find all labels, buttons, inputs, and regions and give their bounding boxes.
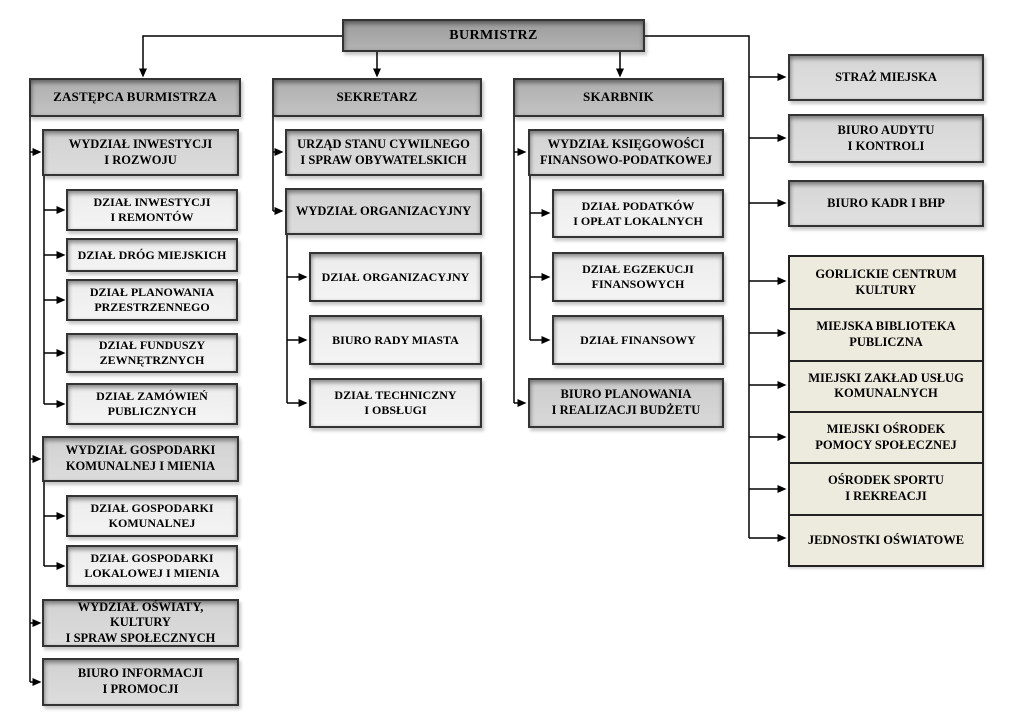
node-label: DZIAŁ ZAMÓWIEŃ PUBLICZNYCH bbox=[96, 389, 208, 418]
node-label: DZIAŁ FINANSOWY bbox=[580, 332, 696, 347]
node-label: DZIAŁ EGZEKUCJI FINANSOWYCH bbox=[582, 262, 694, 291]
node-label: DZIAŁ FUNDUSZY ZEWNĘTRZNYCH bbox=[98, 338, 206, 367]
node-label: SEKRETARZ bbox=[336, 89, 418, 105]
node-label: WYDZIAŁ ORGANIZACYJNY bbox=[295, 203, 472, 218]
node-label: OŚRODEK SPORTU I REKREACJI bbox=[828, 473, 944, 503]
node-label: DZIAŁ PODATKÓW I OPŁAT LOKALNYCH bbox=[573, 198, 703, 228]
node-miejska-biblioteka-publiczna: MIEJSKA BIBLIOTEKA PUBLICZNA bbox=[790, 308, 982, 359]
node-zastepca-burmistrza: ZASTĘPCA BURMISTRZA bbox=[29, 78, 241, 117]
node-biuro-audytu-i-kontroli: BIURO AUDYTU I KONTROLI bbox=[788, 114, 984, 163]
node-label: DZIAŁ PLANOWANIA PRZESTRZENNEGO bbox=[89, 285, 215, 314]
node-burmistrz: BURMISTRZ bbox=[342, 19, 645, 52]
node-label: BURMISTRZ bbox=[449, 27, 538, 43]
node-miejski-zaklad-uslug-komunalnych: MIEJSKI ZAKŁAD USŁUG KOMUNALNYCH bbox=[790, 359, 982, 411]
node-osrodek-sportu-i-rekreacji: OŚRODEK SPORTU I REKREACJI bbox=[790, 462, 982, 513]
node-dzial-inwestycji-i-remontow: DZIAŁ INWESTYCJI I REMONTÓW bbox=[66, 189, 238, 231]
node-label: BIURO KADR I BHP bbox=[827, 195, 945, 210]
node-label: MIEJSKA BIBLIOTEKA PUBLICZNA bbox=[816, 319, 956, 349]
node-label: DZIAŁ INWESTYCJI I REMONTÓW bbox=[93, 195, 211, 224]
node-dzial-techniczny-i-obslugi: DZIAŁ TECHNICZNY I OBSŁUGI bbox=[309, 378, 482, 428]
node-straz-miejska: STRAŻ MIEJSKA bbox=[788, 54, 984, 101]
node-label: BIURO INFORMACJI I PROMOCJI bbox=[77, 666, 204, 696]
node-label: GORLICKIE CENTRUM KULTURY bbox=[815, 267, 957, 297]
node-dzial-gospodarki-lokalowej: DZIAŁ GOSPODARKI LOKALOWEJ I MIENIA bbox=[66, 545, 238, 587]
node-label: ZASTĘPCA BURMISTRZA bbox=[53, 89, 217, 105]
node-label: DZIAŁ ORGANIZACYJNY bbox=[321, 269, 470, 284]
node-dzial-zamowien-publicznych: DZIAŁ ZAMÓWIEŃ PUBLICZNYCH bbox=[66, 383, 238, 425]
node-urzad-stanu-cywilnego: URZĄD STANU CYWILNEGO I SPRAW OBYWATELSK… bbox=[285, 129, 482, 176]
node-wydzial-inwestycji-i-rozwoju: WYDZIAŁ INWESTYCJI I ROZWOJU bbox=[42, 129, 239, 176]
node-biuro-planowania-budzetu: BIURO PLANOWANIA I REALIZACJI BUDŻETU bbox=[528, 378, 724, 428]
node-wydzial-ksiegowosci: WYDZIAŁ KSIĘGOWOŚCI FINANSOWO-PODATKOWEJ bbox=[528, 129, 724, 176]
node-label: DZIAŁ DRÓG MIEJSKICH bbox=[77, 247, 227, 262]
node-dzial-gospodarki-komunalnej: DZIAŁ GOSPODARKI KOMUNALNEJ bbox=[66, 495, 238, 537]
node-label: MIEJSKI ZAKŁAD USŁUG KOMUNALNYCH bbox=[808, 370, 964, 401]
node-label: WYDZIAŁ INWESTYCJI I ROZWOJU bbox=[68, 136, 213, 167]
node-wydzial-organizacyjny: WYDZIAŁ ORGANIZACYJNY bbox=[285, 188, 482, 235]
node-dzial-funduszy-zewnetrznych: DZIAŁ FUNDUSZY ZEWNĘTRZNYCH bbox=[66, 333, 238, 373]
node-label: MIEJSKI OŚRODEK POMOCY SPOŁECZNEJ bbox=[815, 422, 957, 452]
node-sekretarz: SEKRETARZ bbox=[272, 78, 482, 117]
node-label: URZĄD STANU CYWILNEGO I SPRAW OBYWATELSK… bbox=[297, 136, 470, 167]
node-wydzial-oswiaty-kultury: WYDZIAŁ OŚWIATY, KULTURY I SPRAW SPOŁECZ… bbox=[42, 599, 239, 647]
node-label: STRAŻ MIEJSKA bbox=[835, 69, 937, 84]
node-biuro-rady-miasta: BIURO RADY MIASTA bbox=[309, 315, 482, 365]
node-biuro-informacji-i-promocji: BIURO INFORMACJI I PROMOCJI bbox=[42, 658, 239, 706]
node-miejski-osrodek-pomocy-spolecznej: MIEJSKI OŚRODEK POMOCY SPOŁECZNEJ bbox=[790, 410, 982, 462]
node-dzial-egzekucji-finansowych: DZIAŁ EGZEKUCJI FINANSOWYCH bbox=[552, 252, 724, 302]
node-skarbnik: SKARBNIK bbox=[513, 78, 724, 117]
node-dzial-drog-miejskich: DZIAŁ DRÓG MIEJSKICH bbox=[66, 238, 238, 272]
node-label: JEDNOSTKI OŚWIATOWE bbox=[807, 532, 965, 547]
node-dzial-podatkow-i-oplat: DZIAŁ PODATKÓW I OPŁAT LOKALNYCH bbox=[552, 189, 724, 238]
node-gorlickie-centrum-kultury: GORLICKIE CENTRUM KULTURY bbox=[790, 257, 982, 308]
node-label: WYDZIAŁ OŚWIATY, KULTURY I SPRAW SPOŁECZ… bbox=[65, 599, 216, 645]
node-label: BIURO AUDYTU I KONTROLI bbox=[837, 122, 935, 153]
node-label: WYDZIAŁ KSIĘGOWOŚCI FINANSOWO-PODATKOWEJ bbox=[540, 136, 712, 167]
node-biuro-kadr-i-bhp: BIURO KADR I BHP bbox=[788, 180, 984, 227]
node-label: DZIAŁ TECHNICZNY I OBSŁUGI bbox=[334, 388, 457, 417]
municipal-units-stack: GORLICKIE CENTRUM KULTURY MIEJSKA BIBLIO… bbox=[788, 255, 984, 567]
node-label: DZIAŁ GOSPODARKI LOKALOWEJ I MIENIA bbox=[84, 551, 220, 580]
node-jednostki-oswiatowe: JEDNOSTKI OŚWIATOWE bbox=[790, 513, 982, 565]
node-label: WYDZIAŁ GOSPODARKI KOMUNALNEJ I MIENIA bbox=[65, 443, 216, 473]
node-label: SKARBNIK bbox=[583, 89, 654, 105]
node-label: DZIAŁ GOSPODARKI KOMUNALNEJ bbox=[90, 501, 214, 530]
node-dzial-finansowy: DZIAŁ FINANSOWY bbox=[552, 315, 724, 365]
node-dzial-planowania-przestrzennego: DZIAŁ PLANOWANIA PRZESTRZENNEGO bbox=[66, 279, 238, 321]
node-wydzial-gospodarki-komunalnej: WYDZIAŁ GOSPODARKI KOMUNALNEJ I MIENIA bbox=[42, 436, 239, 482]
node-label: BIURO PLANOWANIA I REALIZACJI BUDŻETU bbox=[551, 387, 701, 417]
node-dzial-organizacyjny: DZIAŁ ORGANIZACYJNY bbox=[309, 252, 482, 302]
node-label: BIURO RADY MIASTA bbox=[332, 332, 459, 347]
